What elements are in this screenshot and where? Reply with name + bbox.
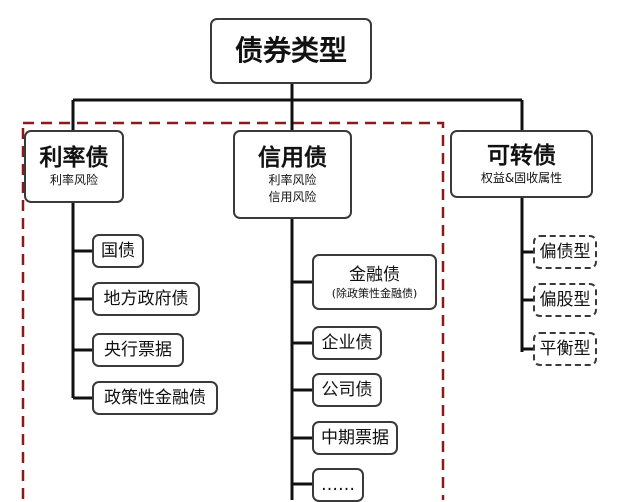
list-item-financial-bond: 金融债 (除政策性金融债) xyxy=(312,254,437,310)
category-node-credit-bond: 信用债 利率风险 信用风险 xyxy=(233,130,352,219)
list-item-ellipsis: …… xyxy=(312,468,364,502)
list-item-policy-financial-bond: 政策性金融债 xyxy=(92,381,218,415)
root-node: 债券类型 xyxy=(210,18,372,84)
list-item-enterprise-bond: 企业债 xyxy=(312,326,382,360)
list-item-balanced: 平衡型 xyxy=(533,332,597,366)
category-node-convertible-bond: 可转债 权益&固收属性 xyxy=(450,130,593,198)
category-subtitle: 利率风险 xyxy=(268,172,317,187)
highlight-dashed-frame xyxy=(21,121,445,500)
category-subtitle: 信用风险 xyxy=(268,189,317,204)
list-item-corporate-bond: 公司债 xyxy=(312,373,382,407)
category-title: 信用债 xyxy=(258,144,327,171)
category-title: 可转债 xyxy=(487,142,556,169)
list-item-local-gov-bond: 地方政府债 xyxy=(92,282,200,316)
list-item-medium-term-note: 中期票据 xyxy=(312,421,398,455)
category-subtitle: 权益&固收属性 xyxy=(480,170,563,185)
category-title: 利率债 xyxy=(39,145,109,171)
list-item-equity-biased: 偏股型 xyxy=(533,283,597,317)
category-subtitle: 利率风险 xyxy=(49,173,98,187)
category-node-rate-bond: 利率债 利率风险 xyxy=(24,130,124,203)
list-item-bond-biased: 偏债型 xyxy=(533,235,597,269)
list-item-central-bank-bill: 央行票据 xyxy=(92,333,184,367)
root-title: 债券类型 xyxy=(234,34,347,67)
list-item-treasury: 国债 xyxy=(92,234,144,268)
